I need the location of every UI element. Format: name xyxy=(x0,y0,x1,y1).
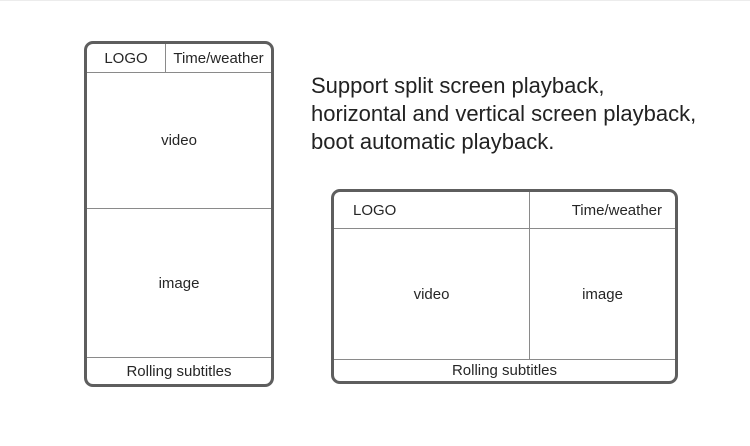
vertical-screen-layout: LOGO Time/weather video image Rolling su… xyxy=(84,41,274,387)
image-area: image xyxy=(530,229,675,360)
description-line: horizontal and vertical screen playback, xyxy=(311,101,697,126)
image-area: image xyxy=(87,209,271,358)
top-divider xyxy=(0,0,750,1)
feature-description: Support split screen playback, horizonta… xyxy=(311,72,741,156)
description-line: Support split screen playback, xyxy=(311,73,605,98)
description-line: boot automatic playback. xyxy=(311,129,555,154)
time-weather-area: Time/weather xyxy=(166,44,271,73)
video-area: video xyxy=(334,229,530,360)
time-weather-area: Time/weather xyxy=(530,192,675,229)
video-area: video xyxy=(87,73,271,209)
rolling-subtitles-area: Rolling subtitles xyxy=(126,362,232,380)
horizontal-screen-layout: LOGO Time/weather video image Rolling su… xyxy=(331,189,678,384)
logo-area: LOGO xyxy=(334,192,530,229)
rolling-subtitles-area: Rolling subtitles xyxy=(451,362,558,379)
logo-area: LOGO xyxy=(87,44,166,73)
